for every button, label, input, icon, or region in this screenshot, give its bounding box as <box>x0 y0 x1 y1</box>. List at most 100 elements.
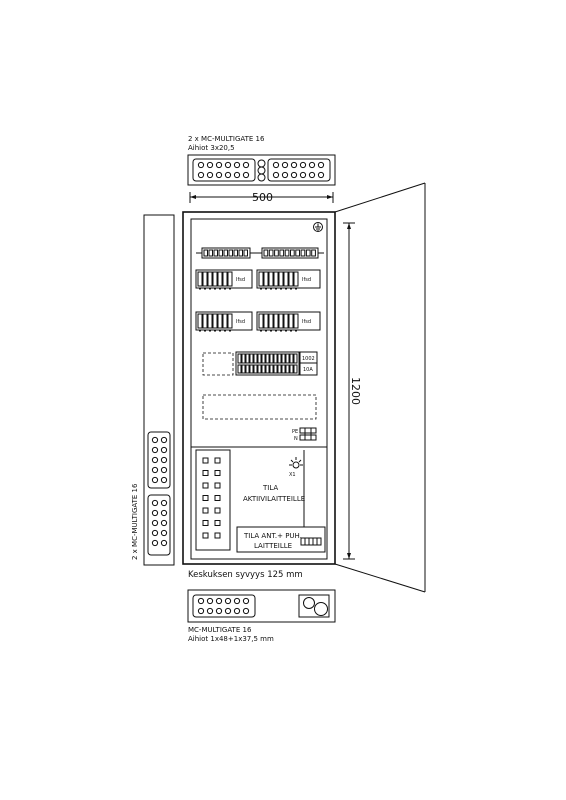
active-equipment-zone <box>236 450 326 553</box>
terminal <box>277 353 282 364</box>
gland-hole <box>233 597 241 605</box>
row2-left-ifsd: Ifsd <box>236 319 245 325</box>
terminal <box>253 353 258 364</box>
breaker-module <box>227 313 233 329</box>
terminal <box>213 249 218 257</box>
gland-hole <box>281 171 289 179</box>
breaker-module <box>227 271 233 287</box>
breaker-module <box>222 313 228 329</box>
phone-terminal-block <box>300 537 322 546</box>
row1-left-ifsd: Ifsd <box>236 277 245 283</box>
reserve-space <box>202 394 317 420</box>
terminal <box>279 249 285 257</box>
terminal <box>289 364 294 374</box>
gland-hole <box>206 171 214 179</box>
meter-module <box>299 351 318 376</box>
terminal <box>265 364 270 374</box>
side-gland-plate <box>143 214 175 566</box>
gland-hole <box>160 436 168 444</box>
bottom-gland-subtitle: Aihiot 1x48+1x37,5 mm <box>188 635 274 643</box>
gland-hole <box>206 161 214 169</box>
pe-label: PE <box>292 429 298 435</box>
meter-top-label: 1002 <box>302 356 315 362</box>
gland-hole <box>224 597 232 605</box>
terminal <box>293 364 298 374</box>
breaker-module <box>278 271 284 287</box>
x1-label: X1 <box>289 472 296 478</box>
breaker-module <box>263 271 269 287</box>
terminal <box>273 353 278 364</box>
gland-hole <box>197 597 205 605</box>
terminal <box>289 353 294 364</box>
gland-hole <box>206 607 214 615</box>
breaker-module <box>288 271 294 287</box>
terminal <box>261 353 266 364</box>
breaker-module <box>263 313 269 329</box>
module-slot <box>202 520 209 526</box>
gland-hole <box>242 161 250 169</box>
terminal <box>281 353 286 364</box>
terminal <box>305 249 311 257</box>
breaker-module <box>268 271 274 287</box>
breaker-module <box>212 271 218 287</box>
gland-hole <box>197 161 205 169</box>
depth-note: Keskuksen syvyys 125 mm <box>188 570 303 580</box>
breaker-module <box>258 313 264 329</box>
gland-hole <box>308 161 316 169</box>
gland-hole <box>151 436 159 444</box>
phone-zone-subtitle: LAITTEILLE <box>254 542 292 550</box>
gland-hole <box>233 161 241 169</box>
terminal <box>269 364 274 374</box>
gland-hole <box>160 529 168 537</box>
breaker-module <box>202 313 208 329</box>
breaker-row-2-right <box>256 311 321 332</box>
terminal <box>263 249 269 257</box>
terminal <box>237 364 242 374</box>
gland-hole <box>160 539 168 547</box>
breaker-module <box>273 271 279 287</box>
terminal <box>218 249 223 257</box>
neutral-terminal-strip-left <box>196 247 256 259</box>
breaker-module <box>283 313 289 329</box>
terminal <box>281 364 286 374</box>
gland-hole <box>215 607 223 615</box>
terminal <box>243 249 248 257</box>
breaker-module <box>197 313 203 329</box>
gland-hole <box>151 529 159 537</box>
gland-hole <box>215 161 223 169</box>
gland-hole <box>290 161 298 169</box>
terminal <box>249 364 254 374</box>
terminal-row-3 <box>202 351 300 376</box>
module-slot <box>214 520 221 526</box>
gland-hole <box>151 539 159 547</box>
gland-hole <box>308 171 316 179</box>
terminal <box>257 353 262 364</box>
gland-hole <box>151 466 159 474</box>
terminal <box>233 249 238 257</box>
top-gland-subtitle: Aihiot 3x20,5 <box>188 144 235 152</box>
breaker-row-1-right <box>256 269 321 290</box>
terminal <box>311 249 316 257</box>
active-zone-subtitle: AKTIIVILAITTEILLE <box>243 495 305 503</box>
module-slot <box>214 507 221 514</box>
module-slot <box>214 495 221 501</box>
gland-hole <box>242 597 250 605</box>
gland-hole <box>160 466 168 474</box>
terminal <box>208 249 213 257</box>
gland-hole <box>224 171 232 179</box>
breaker-module <box>217 271 223 287</box>
gland-hole <box>242 607 250 615</box>
gland-hole <box>160 476 168 484</box>
breaker-module <box>207 271 213 287</box>
gland-hole <box>281 161 289 169</box>
breaker-module <box>278 313 284 329</box>
breaker-module <box>273 313 279 329</box>
gland-hole <box>299 161 307 169</box>
n-label: N <box>294 436 298 442</box>
terminal <box>253 364 258 374</box>
terminal <box>277 364 282 374</box>
terminal <box>269 353 274 364</box>
terminal <box>290 249 295 257</box>
module-slot <box>202 470 209 476</box>
